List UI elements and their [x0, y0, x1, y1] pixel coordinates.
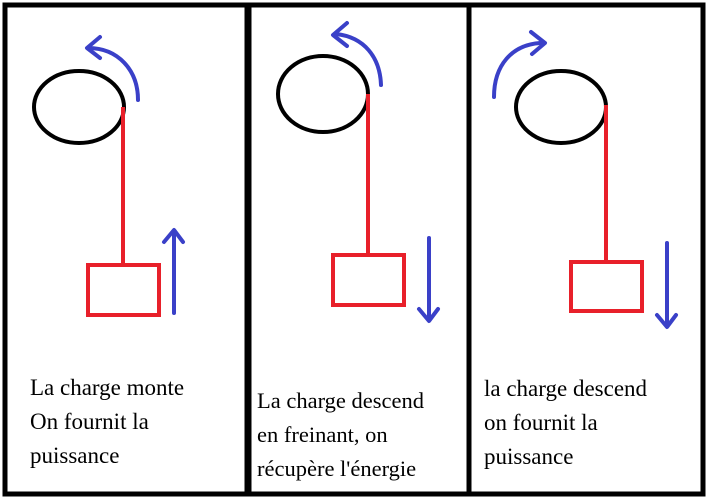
panel-1-load: [86, 263, 161, 317]
panel-3-caption-line: on fournit la: [484, 410, 598, 435]
panel-3-pulley: [514, 69, 608, 145]
panel-2-motion-arrowhead: [417, 307, 440, 323]
panel-2-caption-line: récupère l'énergie: [257, 456, 417, 481]
panel-1-caption-line: La charge monte: [30, 375, 185, 400]
panel-1-caption: La charge monte On fournit la puissance: [30, 371, 184, 473]
panel-3-load: [569, 260, 644, 313]
panel-3-caption-line: la charge descend: [484, 376, 648, 401]
panel-2-rotation-arrowhead: [331, 21, 349, 48]
panel-3-frame: [466, 2, 706, 497]
panel-3-rotation-arrowhead: [529, 30, 547, 56]
panel-3-motion-arrowhead: [655, 313, 678, 329]
panel-3-caption-line: puissance: [484, 444, 574, 469]
panel-1-rotation-arrowhead: [85, 35, 102, 60]
panel-1-drawing: [32, 35, 185, 317]
panel-2-caption-line: La charge descend: [257, 388, 424, 413]
panel-2-rotation-arrow: [334, 32, 383, 87]
panel-1-pulley: [32, 69, 126, 145]
panel-1-caption-line: puissance: [30, 443, 120, 468]
panel-3-drawing: [492, 30, 678, 329]
panel-frames: [2, 2, 706, 497]
panel-1-caption-line: On fournit la: [30, 409, 149, 434]
panel-2-caption: La charge descend en freinant, on récupè…: [257, 384, 424, 486]
panel-2-caption-line: en freinant, on: [257, 422, 388, 447]
panel-1-motion-arrowhead: [162, 228, 185, 244]
panel-1-rotation-arrow: [86, 46, 140, 102]
panel-3-rotation-arrow: [492, 41, 542, 99]
panel-3-caption: la charge descend on fournit la puissanc…: [484, 372, 647, 474]
panel-2-load: [331, 253, 406, 307]
panel-2-pulley: [276, 54, 370, 134]
panel-2-drawing: [276, 21, 440, 323]
